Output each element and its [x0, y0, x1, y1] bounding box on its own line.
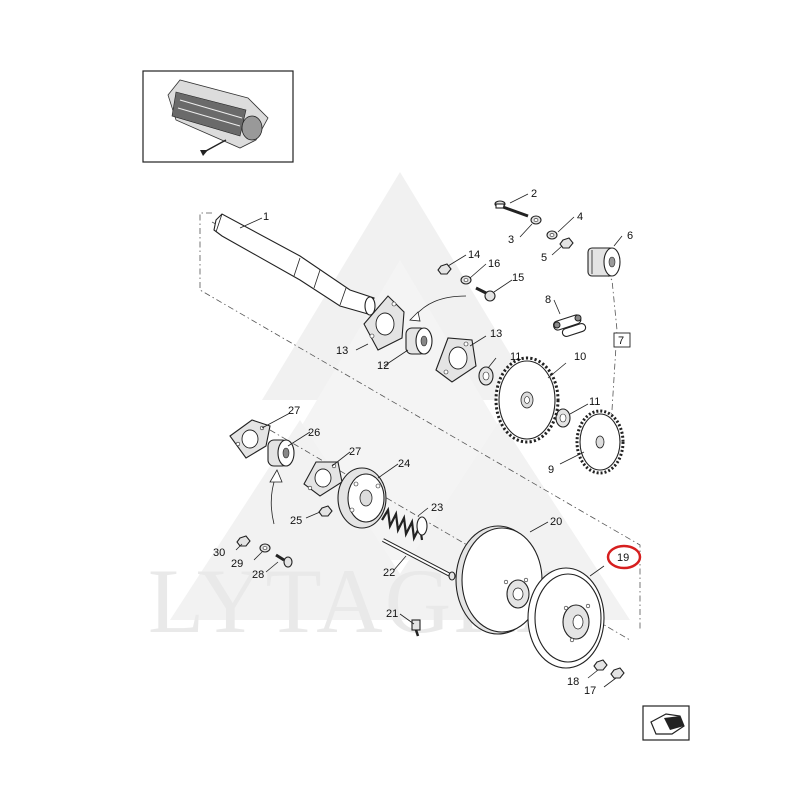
callout-11-lower[interactable]: 11: [589, 396, 600, 408]
callout-19-highlight[interactable]: 19: [606, 544, 642, 570]
callout-17[interactable]: 17: [584, 685, 596, 697]
callout-21[interactable]: 21: [386, 608, 398, 620]
chain-link-part-8[interactable]: [552, 314, 587, 338]
washer-part-16[interactable]: [460, 275, 472, 285]
shaft-part-1[interactable]: [213, 213, 376, 316]
bolt-part-2[interactable]: [494, 200, 529, 218]
nut-part-18[interactable]: [593, 659, 608, 671]
nut-part-30[interactable]: [236, 535, 251, 547]
clutch-disc-part-20[interactable]: [455, 525, 543, 635]
callout-1[interactable]: 1: [263, 211, 269, 223]
callout-27-lower[interactable]: 27: [349, 446, 361, 458]
bearing-part-12[interactable]: [405, 327, 433, 355]
callout-6[interactable]: 6: [627, 230, 633, 242]
callout-2[interactable]: 2: [531, 188, 537, 200]
callout-20[interactable]: 20: [550, 516, 562, 528]
washer-part-29[interactable]: [259, 543, 271, 553]
rod-part-22[interactable]: [382, 538, 456, 581]
callout-14[interactable]: 14: [468, 249, 480, 261]
flange-part-13-right[interactable]: [435, 337, 477, 383]
callout-8[interactable]: 8: [545, 294, 551, 306]
sprocket-part-9[interactable]: [575, 409, 625, 475]
harvester-header-icon: [167, 79, 269, 156]
spring-part-23[interactable]: [381, 506, 428, 542]
machine-location-thumbnail[interactable]: [142, 70, 294, 163]
flange-part-27-upper[interactable]: [229, 419, 271, 459]
callout-28[interactable]: 28: [252, 569, 264, 581]
bolt-part-21[interactable]: [411, 619, 421, 637]
roller-part-6[interactable]: [587, 247, 621, 277]
leader-lines: [235, 193, 623, 688]
flange-part-27-lower[interactable]: [303, 461, 343, 497]
callout-12[interactable]: 12: [377, 360, 389, 372]
callout-10[interactable]: 10: [574, 351, 586, 363]
callout-24[interactable]: 24: [398, 458, 410, 470]
callout-3[interactable]: 3: [508, 234, 514, 246]
bolt-part-15[interactable]: [475, 286, 496, 302]
bolt-part-28[interactable]: [275, 553, 293, 568]
callout-16[interactable]: 16: [488, 258, 500, 270]
callout-23[interactable]: 23: [431, 502, 443, 514]
pulley-part-19[interactable]: [527, 567, 605, 669]
assembly-arrow-upper-head: [409, 311, 421, 322]
next-page-arrow-icon[interactable]: [642, 705, 690, 741]
callout-27-upper[interactable]: 27: [288, 405, 300, 417]
nut-part-17[interactable]: [610, 667, 625, 679]
callout-13-left[interactable]: 13: [336, 345, 348, 357]
callout-labels: 1 2 3 4 5 6 8 10 11 11 9 13 13 12 14 16 …: [213, 188, 633, 697]
hub-disc-part-24[interactable]: [337, 467, 387, 529]
spacer-part-11-upper[interactable]: [478, 366, 494, 386]
callout-25[interactable]: 25: [290, 515, 302, 527]
callout-29[interactable]: 29: [231, 558, 243, 570]
callout-13-right[interactable]: 13: [490, 328, 502, 340]
callout-15[interactable]: 15: [512, 272, 524, 284]
nut-part-5[interactable]: [559, 237, 574, 249]
callout-26[interactable]: 26: [308, 427, 320, 439]
centerline-left: [199, 212, 641, 630]
highlight-ring: [606, 544, 642, 570]
bearing-part-26[interactable]: [267, 439, 295, 467]
callout-30[interactable]: 30: [213, 547, 225, 559]
callout-18[interactable]: 18: [567, 676, 579, 688]
assembly-arrow-lower-head: [269, 469, 283, 483]
callout-5[interactable]: 5: [541, 252, 547, 264]
callout-7: 7: [618, 335, 624, 347]
nut-part-14[interactable]: [437, 263, 452, 275]
washer-part-3[interactable]: [530, 215, 542, 225]
spacer-part-11-lower[interactable]: [555, 408, 571, 428]
callout-9[interactable]: 9: [548, 464, 554, 476]
flange-part-13-left[interactable]: [363, 295, 405, 351]
callout-22[interactable]: 22: [383, 567, 395, 579]
callout-19: 19: [617, 552, 629, 564]
sprocket-part-10[interactable]: [494, 356, 560, 444]
callout-4[interactable]: 4: [577, 211, 583, 223]
chain-box-part-7[interactable]: 7: [613, 332, 631, 348]
washer-part-4[interactable]: [546, 230, 558, 240]
callout-11-upper[interactable]: 11: [510, 351, 521, 363]
